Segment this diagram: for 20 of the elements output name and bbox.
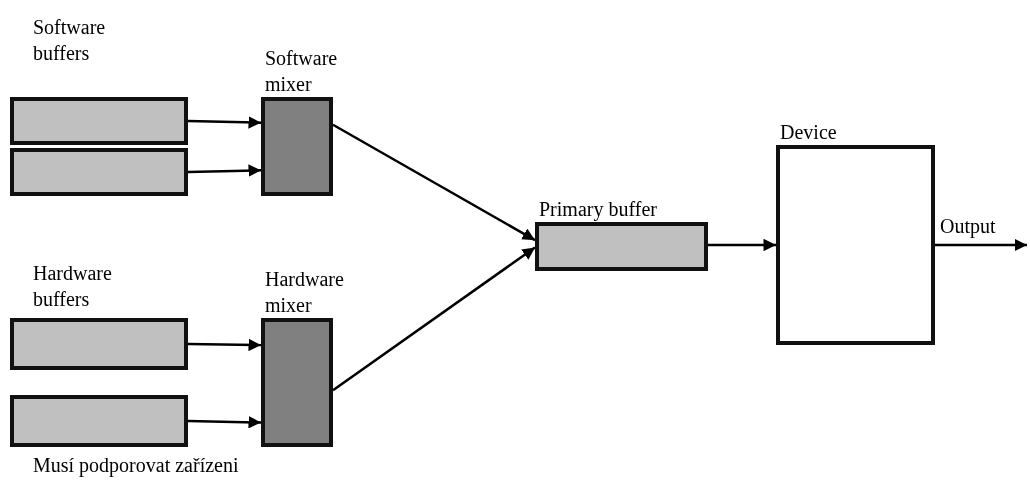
buffer-box bbox=[10, 148, 188, 196]
arrow bbox=[332, 123, 536, 242]
buffer-box bbox=[10, 97, 188, 145]
box-heading: Hardware mixer bbox=[265, 267, 345, 318]
arrow bbox=[187, 116, 262, 129]
box-heading: Software mixer bbox=[265, 46, 339, 97]
box-heading: Primary buffer bbox=[539, 197, 658, 222]
arrow bbox=[187, 164, 262, 177]
box-heading: Device bbox=[780, 120, 838, 145]
buffer-box bbox=[10, 395, 188, 447]
edge-label: Output bbox=[940, 214, 996, 239]
caption-text: Software buffers bbox=[33, 15, 107, 66]
buffer-box bbox=[10, 318, 188, 370]
arrow bbox=[708, 238, 776, 252]
caption-text: Hardware buffers bbox=[33, 261, 113, 312]
caption-text: Musí podporovat zařízeni bbox=[33, 453, 240, 478]
arrow bbox=[332, 246, 536, 392]
arrow bbox=[188, 338, 261, 352]
arrow bbox=[187, 416, 262, 429]
arrow bbox=[935, 238, 1027, 252]
